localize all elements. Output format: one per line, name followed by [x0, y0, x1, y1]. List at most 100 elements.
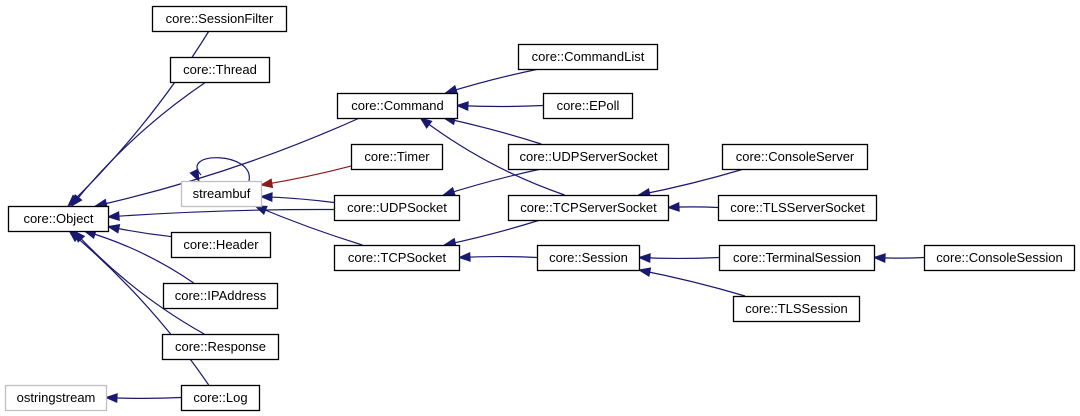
- class-node-consolesession[interactable]: core::ConsoleSession: [923, 244, 1076, 272]
- class-node-tcpserversocket[interactable]: core::TCPServerSocket: [507, 194, 670, 222]
- class-node-log[interactable]: core::Log: [180, 384, 261, 412]
- class-node-session[interactable]: core::Session: [536, 244, 641, 272]
- class-node-terminalsession[interactable]: core::TerminalSession: [718, 244, 876, 272]
- edge-terminalsession-to-session-arrowhead: [637, 253, 651, 263]
- edge-session-to-tcpsocket: [458, 255, 538, 259]
- class-box-response: [161, 333, 280, 361]
- class-label-tcpserversocket: core::TCPServerSocket: [520, 200, 657, 215]
- edge-header-to-object-arrowhead: [106, 224, 121, 234]
- class-label-ostringstream: ostringstream: [17, 390, 96, 405]
- class-node-sessionfilter[interactable]: core::SessionFilter: [151, 5, 288, 33]
- edge-tcpsocket-to-streambuf: [255, 205, 363, 246]
- class-node-tlsserversocket[interactable]: core::TLSServerSocket: [717, 194, 878, 222]
- class-box-consoleserver: [721, 143, 869, 171]
- class-box-tlsserversocket: [717, 194, 878, 222]
- class-label-log: core::Log: [193, 390, 247, 405]
- class-node-response[interactable]: core::Response: [161, 333, 280, 361]
- edge-thread-to-object-arrowhead: [70, 193, 83, 208]
- class-box-epoll: [542, 92, 634, 120]
- class-label-tlssession: core::TLSSession: [745, 301, 848, 316]
- class-box-ostringstream: [4, 384, 108, 412]
- edge-tlssession-to-session-arrowhead: [637, 267, 652, 278]
- edge-udpsocket-to-object-arrowhead: [106, 211, 120, 221]
- class-node-command[interactable]: core::Command: [336, 92, 459, 120]
- edge-consolesession-to-terminalsession-arrowhead: [872, 253, 886, 263]
- edge-thread-to-object: [71, 81, 207, 207]
- class-node-ipaddress[interactable]: core::IPAddress: [162, 282, 279, 310]
- class-label-ipaddress: core::IPAddress: [175, 288, 267, 303]
- class-box-tcpserversocket: [507, 194, 670, 222]
- class-box-header: [170, 231, 272, 259]
- class-box-log: [180, 384, 261, 412]
- edge-response-to-object: [73, 230, 205, 335]
- class-box-ipaddress: [162, 282, 279, 310]
- edge-tlssession-to-session: [638, 269, 746, 297]
- edge-timer-to-streambuf: [260, 165, 352, 186]
- class-box-tlssession: [732, 295, 861, 323]
- class-label-udpserversocket: core::UDPServerSocket: [520, 149, 658, 164]
- class-box-thread: [169, 56, 271, 84]
- edges-layer: [67, 30, 925, 403]
- class-node-udpsocket[interactable]: core::UDPSocket: [333, 194, 461, 222]
- class-node-tlssession[interactable]: core::TLSSession: [732, 295, 861, 323]
- class-label-timer: core::Timer: [364, 149, 430, 164]
- edge-tcpserversocket-to-command: [420, 117, 565, 196]
- nodes-layer: core::Object core::SessionFiltercore::Thr…: [4, 5, 1076, 412]
- edge-consoleserver-to-tcpserversocket: [638, 168, 745, 196]
- class-node-udpserversocket[interactable]: core::UDPServerSocket: [507, 143, 670, 171]
- class-label-commandlist: core::CommandList: [532, 49, 645, 64]
- class-node-object[interactable]: core::Object: [7, 205, 110, 233]
- class-node-ostringstream: ostringstream: [4, 384, 108, 412]
- edge-udpserversocket-to-command: [443, 117, 542, 145]
- class-box-udpserversocket: [507, 143, 670, 171]
- class-node-thread[interactable]: core::Thread: [169, 56, 271, 84]
- class-box-sessionfilter: [151, 5, 288, 33]
- class-node-timer[interactable]: core::Timer: [350, 143, 444, 171]
- edge-log-to-ostringstream-arrowhead: [104, 393, 118, 403]
- edge-udpsocket-to-streambuf-arrowhead: [259, 192, 273, 202]
- edge-tcpserversocket-to-command-arrowhead: [419, 117, 433, 129]
- edge-udpsocket-to-object: [107, 208, 335, 218]
- class-label-session: core::Session: [549, 250, 628, 265]
- edge-epoll-to-command-arrowhead: [455, 101, 469, 111]
- class-label-consolesession: core::ConsoleSession: [936, 250, 1062, 265]
- class-label-object: core::Object: [23, 211, 93, 226]
- class-box-udpsocket: [333, 194, 461, 222]
- edge-ipaddress-to-object: [84, 230, 195, 284]
- class-node-epoll[interactable]: core::EPoll: [542, 92, 634, 120]
- class-box-consolesession: [923, 244, 1076, 272]
- class-label-response: core::Response: [175, 339, 266, 354]
- class-box-terminalsession: [718, 244, 876, 272]
- edge-udpserversocket-to-udpsocket-arrowhead: [442, 186, 456, 197]
- edge-terminalsession-to-session: [638, 256, 720, 260]
- edge-commandlist-to-command: [445, 68, 540, 94]
- class-box-timer: [350, 143, 444, 171]
- class-label-sessionfilter: core::SessionFilter: [166, 11, 274, 26]
- class-node-consoleserver[interactable]: core::ConsoleServer: [721, 143, 869, 171]
- class-label-udpsocket: core::UDPSocket: [347, 200, 447, 215]
- class-box-streambuf: [180, 180, 263, 208]
- edge-timer-to-streambuf-arrowhead: [259, 178, 274, 189]
- class-box-session: [536, 244, 641, 272]
- class-label-tlsserversocket: core::TLSServerSocket: [730, 200, 865, 215]
- class-box-tcpsocket: [333, 244, 461, 272]
- class-label-epoll: core::EPoll: [557, 98, 620, 113]
- edge-tlsserversocket-to-tcpserversocket-arrowhead: [666, 202, 680, 212]
- class-label-streambuf: streambuf: [193, 186, 251, 201]
- edge-log-to-object-arrowhead: [68, 230, 82, 243]
- edge-streambuf-to-streambuf: [196, 157, 250, 182]
- edge-log-to-object: [68, 230, 210, 386]
- edge-udpserversocket-to-udpsocket: [443, 168, 542, 196]
- edge-session-to-tcpsocket-arrowhead: [457, 252, 471, 262]
- class-node-commandlist[interactable]: core::CommandList: [517, 43, 659, 71]
- edge-commandlist-to-command-arrowhead: [444, 84, 459, 95]
- edge-streambuf-to-streambuf-arrowhead: [189, 168, 200, 183]
- class-node-tcpsocket[interactable]: core::TCPSocket: [333, 244, 461, 272]
- class-node-header[interactable]: core::Header: [170, 231, 272, 259]
- edge-command-to-object: [95, 117, 360, 207]
- class-label-header: core::Header: [183, 237, 259, 252]
- edge-tcpserversocket-to-tcpsocket: [444, 219, 541, 246]
- edge-epoll-to-command: [456, 104, 544, 108]
- class-label-terminalsession: core::TerminalSession: [733, 250, 861, 265]
